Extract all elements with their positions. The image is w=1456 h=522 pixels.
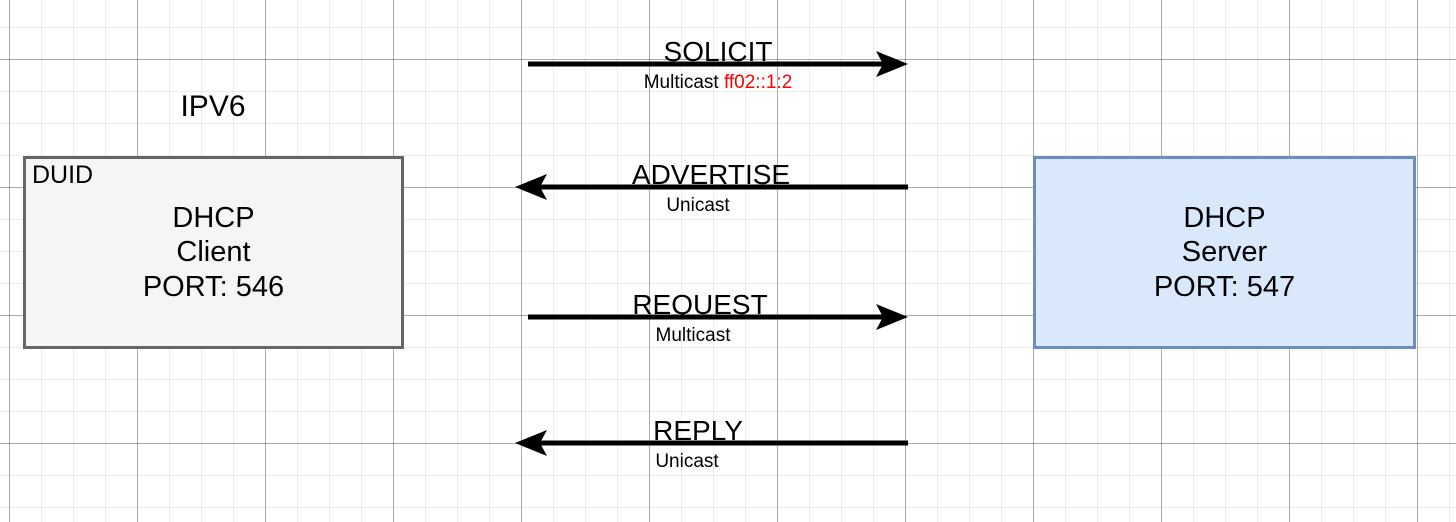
server-line-2: Server bbox=[1181, 236, 1268, 269]
server-line-3: PORT: 547 bbox=[1153, 270, 1296, 303]
server-line-1: DHCP bbox=[1183, 202, 1266, 235]
request-arrow-icon bbox=[528, 304, 908, 330]
request-label: REQUEST bbox=[632, 289, 768, 320]
solicit-sublabel: Multicast ff02::1:2 bbox=[644, 68, 793, 92]
reply-arrow-icon bbox=[515, 430, 908, 456]
dhcp-client-node[interactable]: DUID DHCP Client PORT: 546 bbox=[23, 156, 404, 349]
solicit-label: SOLICIT bbox=[663, 36, 773, 67]
solicit-sublabel-text: Multicast bbox=[643, 72, 724, 93]
ipv6-label: IPV6 bbox=[180, 90, 246, 123]
advertise-arrow-icon bbox=[515, 174, 908, 200]
reply-sublabel: Unicast bbox=[655, 447, 718, 471]
reply-sublabel-text: Unicast bbox=[655, 451, 719, 472]
reply-label: REPLY bbox=[653, 415, 743, 446]
advertise-sublabel: Unicast bbox=[666, 191, 729, 215]
dhcp-server-node[interactable]: DHCP Server PORT: 547 bbox=[1033, 156, 1416, 349]
duid-label: DUID bbox=[32, 161, 94, 189]
client-line-1: DHCP bbox=[172, 202, 255, 235]
solicit-multicast-address: ff02::1:2 bbox=[723, 72, 793, 93]
solicit-arrow-icon bbox=[528, 51, 908, 77]
advertise-label: ADVERTISE bbox=[631, 159, 791, 190]
advertise-sublabel-text: Unicast bbox=[666, 195, 730, 216]
client-line-3: PORT: 546 bbox=[142, 270, 285, 303]
client-line-2: Client bbox=[176, 236, 251, 269]
request-sublabel: Multicast bbox=[656, 321, 731, 345]
request-sublabel-text: Multicast bbox=[655, 325, 731, 346]
